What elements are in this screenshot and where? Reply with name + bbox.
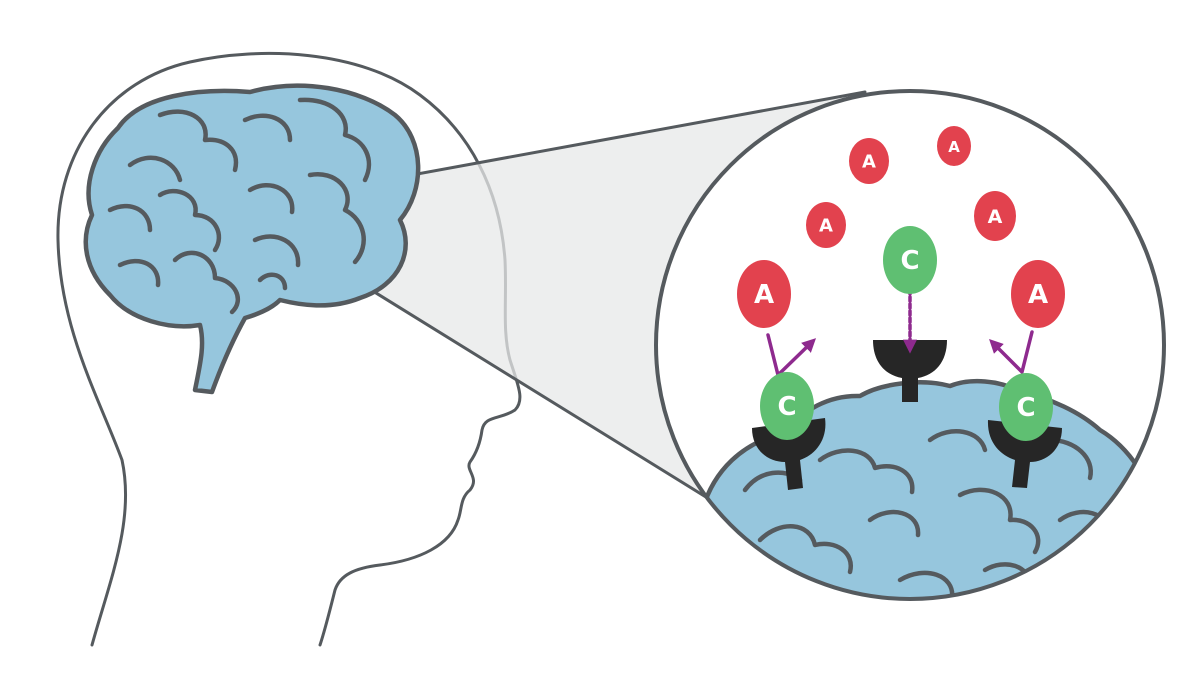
molecule-c-label: C <box>1016 393 1035 423</box>
molecule-a: A <box>974 191 1016 241</box>
molecule-a-label: A <box>754 280 774 310</box>
receptor-left <box>752 418 826 490</box>
brain-icon <box>83 83 421 395</box>
molecule-a: A <box>737 260 791 328</box>
molecule-c-label: C <box>777 392 796 422</box>
molecules-c: C C C <box>760 226 1053 441</box>
molecule-a: A <box>849 138 889 184</box>
molecule-c: C <box>999 373 1053 441</box>
molecule-a: A <box>1011 260 1065 328</box>
molecules-a: A A A A A A <box>737 126 1065 328</box>
arrow-right-release <box>989 330 1034 374</box>
molecule-a-label: A <box>948 138 960 156</box>
molecule-c: C <box>883 226 937 294</box>
molecule-a: A <box>937 126 971 166</box>
molecule-c-label: C <box>900 246 919 276</box>
receptor-right <box>987 420 1062 488</box>
molecule-c: C <box>760 372 814 440</box>
receptor-icon <box>752 340 1062 490</box>
molecule-a-label: A <box>1028 280 1048 310</box>
molecule-a: A <box>806 202 846 248</box>
molecule-a-label: A <box>988 206 1003 228</box>
receptor-center <box>873 340 947 402</box>
molecule-a-label: A <box>862 152 876 173</box>
molecule-a-label: A <box>819 216 833 237</box>
